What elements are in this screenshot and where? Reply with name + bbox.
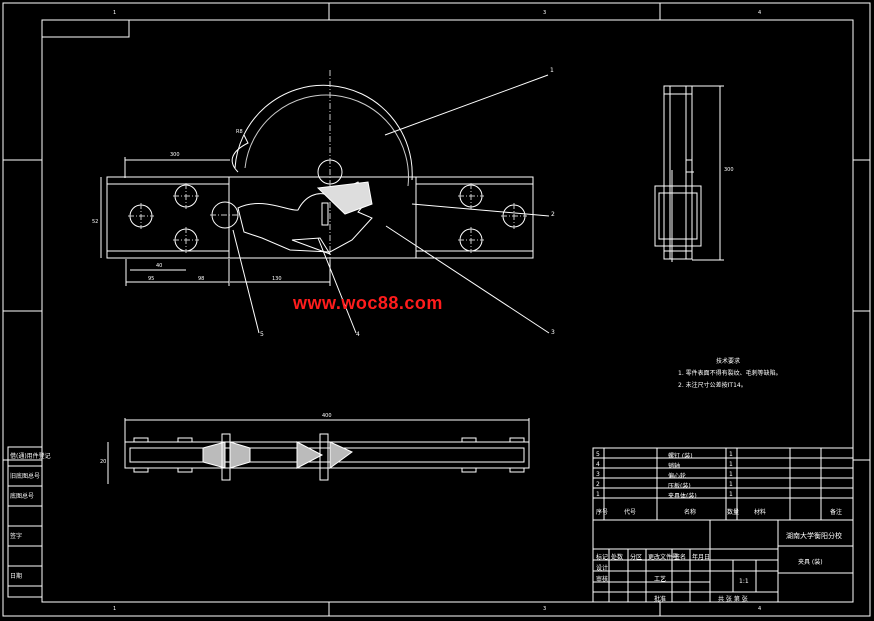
leader-4: 4 [356, 331, 360, 338]
zone-top-3: 3 [543, 10, 547, 16]
notes-item-2: 2. 未注尺寸公差按IT14。 [678, 382, 747, 389]
school-name: 湖南大学衡阳分校 [786, 532, 842, 540]
header-material: 材料 [754, 509, 767, 516]
dim-cam-offset: 130 [272, 276, 282, 282]
part-2-no: 2 [596, 481, 600, 488]
header-no: 序号 [596, 509, 609, 516]
header-name: 名称 [684, 509, 697, 516]
dim-radius: R8 [236, 129, 243, 135]
header-code: 代号 [624, 509, 637, 516]
notes-title: 技术要求 [716, 358, 741, 365]
zone-bottom-1: 1 [113, 606, 117, 612]
design-row-design: 设计 [596, 565, 609, 572]
zone-bottom-3: 3 [543, 606, 547, 612]
dim-section-length: 400 [322, 413, 332, 419]
part-1-qty: 1 [729, 491, 733, 498]
part-3-name: 偏心轮 [668, 473, 687, 480]
sheet-count: 共 张 第 张 [718, 596, 748, 603]
strip-label-3: 底图总号 [10, 493, 35, 500]
strip-label-5: 日期 [10, 573, 23, 580]
zone-top-1: 1 [113, 10, 117, 16]
sign-signature: 签名 [674, 554, 687, 561]
sign-docno: 更改文件号 [648, 554, 679, 561]
leader-2: 2 [551, 211, 555, 218]
sign-date: 年月日 [692, 554, 711, 561]
dim-hole-pitch: 40 [156, 263, 163, 269]
part-4-no: 4 [596, 461, 600, 468]
header-qty: 数量 [727, 509, 740, 516]
part-1-no: 1 [596, 491, 600, 498]
part-5-name: 螺钉 (装) [668, 453, 693, 460]
strip-label-1: 借(通)用件登记 [10, 453, 51, 460]
leader-1: 1 [550, 67, 554, 74]
side-view [654, 85, 724, 262]
header-remark: 备注 [830, 509, 843, 516]
sign-count: 处数 [611, 554, 624, 561]
part-1-name: 夹具体(装) [668, 493, 697, 500]
drawing-name: 夹具 (装) [798, 559, 823, 566]
left-strip [7, 446, 43, 598]
strip-label-2: 旧底图总号 [10, 473, 41, 480]
design-row-process: 工艺 [654, 576, 667, 583]
notes-item-1: 1. 零件表面不得有裂纹、毛刺等缺陷。 [678, 370, 782, 377]
part-3-no: 3 [596, 471, 600, 478]
part-5-qty: 1 [729, 451, 733, 458]
technical-notes: 技术要求 1. 零件表面不得有裂纹、毛刺等缺陷。 2. 未注尺寸公差按IT14。 [672, 356, 782, 392]
strip-label-4: 签字 [10, 533, 23, 540]
part-4-name: 销轴 [668, 463, 681, 470]
design-row-approve: 批准 [654, 596, 667, 603]
part-2-qty: 1 [729, 481, 733, 488]
section-view [107, 418, 530, 484]
design-row-review: 审核 [596, 576, 609, 583]
zone-top-4: 4 [758, 10, 762, 16]
part-5-no: 5 [596, 451, 600, 458]
part-4-qty: 1 [729, 461, 733, 468]
dim-left-span: 98 [198, 276, 205, 282]
sign-zone: 分区 [630, 554, 643, 561]
dim-height: 52 [92, 219, 99, 225]
part-2-name: 压板(装) [668, 483, 691, 490]
watermark: www.woc88.com [293, 293, 443, 313]
corner-code-box [41, 19, 130, 38]
title-block [592, 447, 854, 603]
dim-left-edge: 95 [148, 276, 155, 282]
dim-section-height: 20 [100, 459, 107, 465]
dim-side-height: 300 [724, 167, 734, 173]
part-3-qty: 1 [729, 471, 733, 478]
dim-front-width: 300 [170, 152, 180, 158]
sign-mark: 标记 [596, 554, 609, 561]
zone-bottom-4: 4 [758, 606, 762, 612]
front-view [100, 70, 550, 334]
leader-3: 3 [551, 329, 555, 336]
leader-5: 5 [260, 331, 264, 338]
scale: 1:1 [739, 578, 749, 585]
